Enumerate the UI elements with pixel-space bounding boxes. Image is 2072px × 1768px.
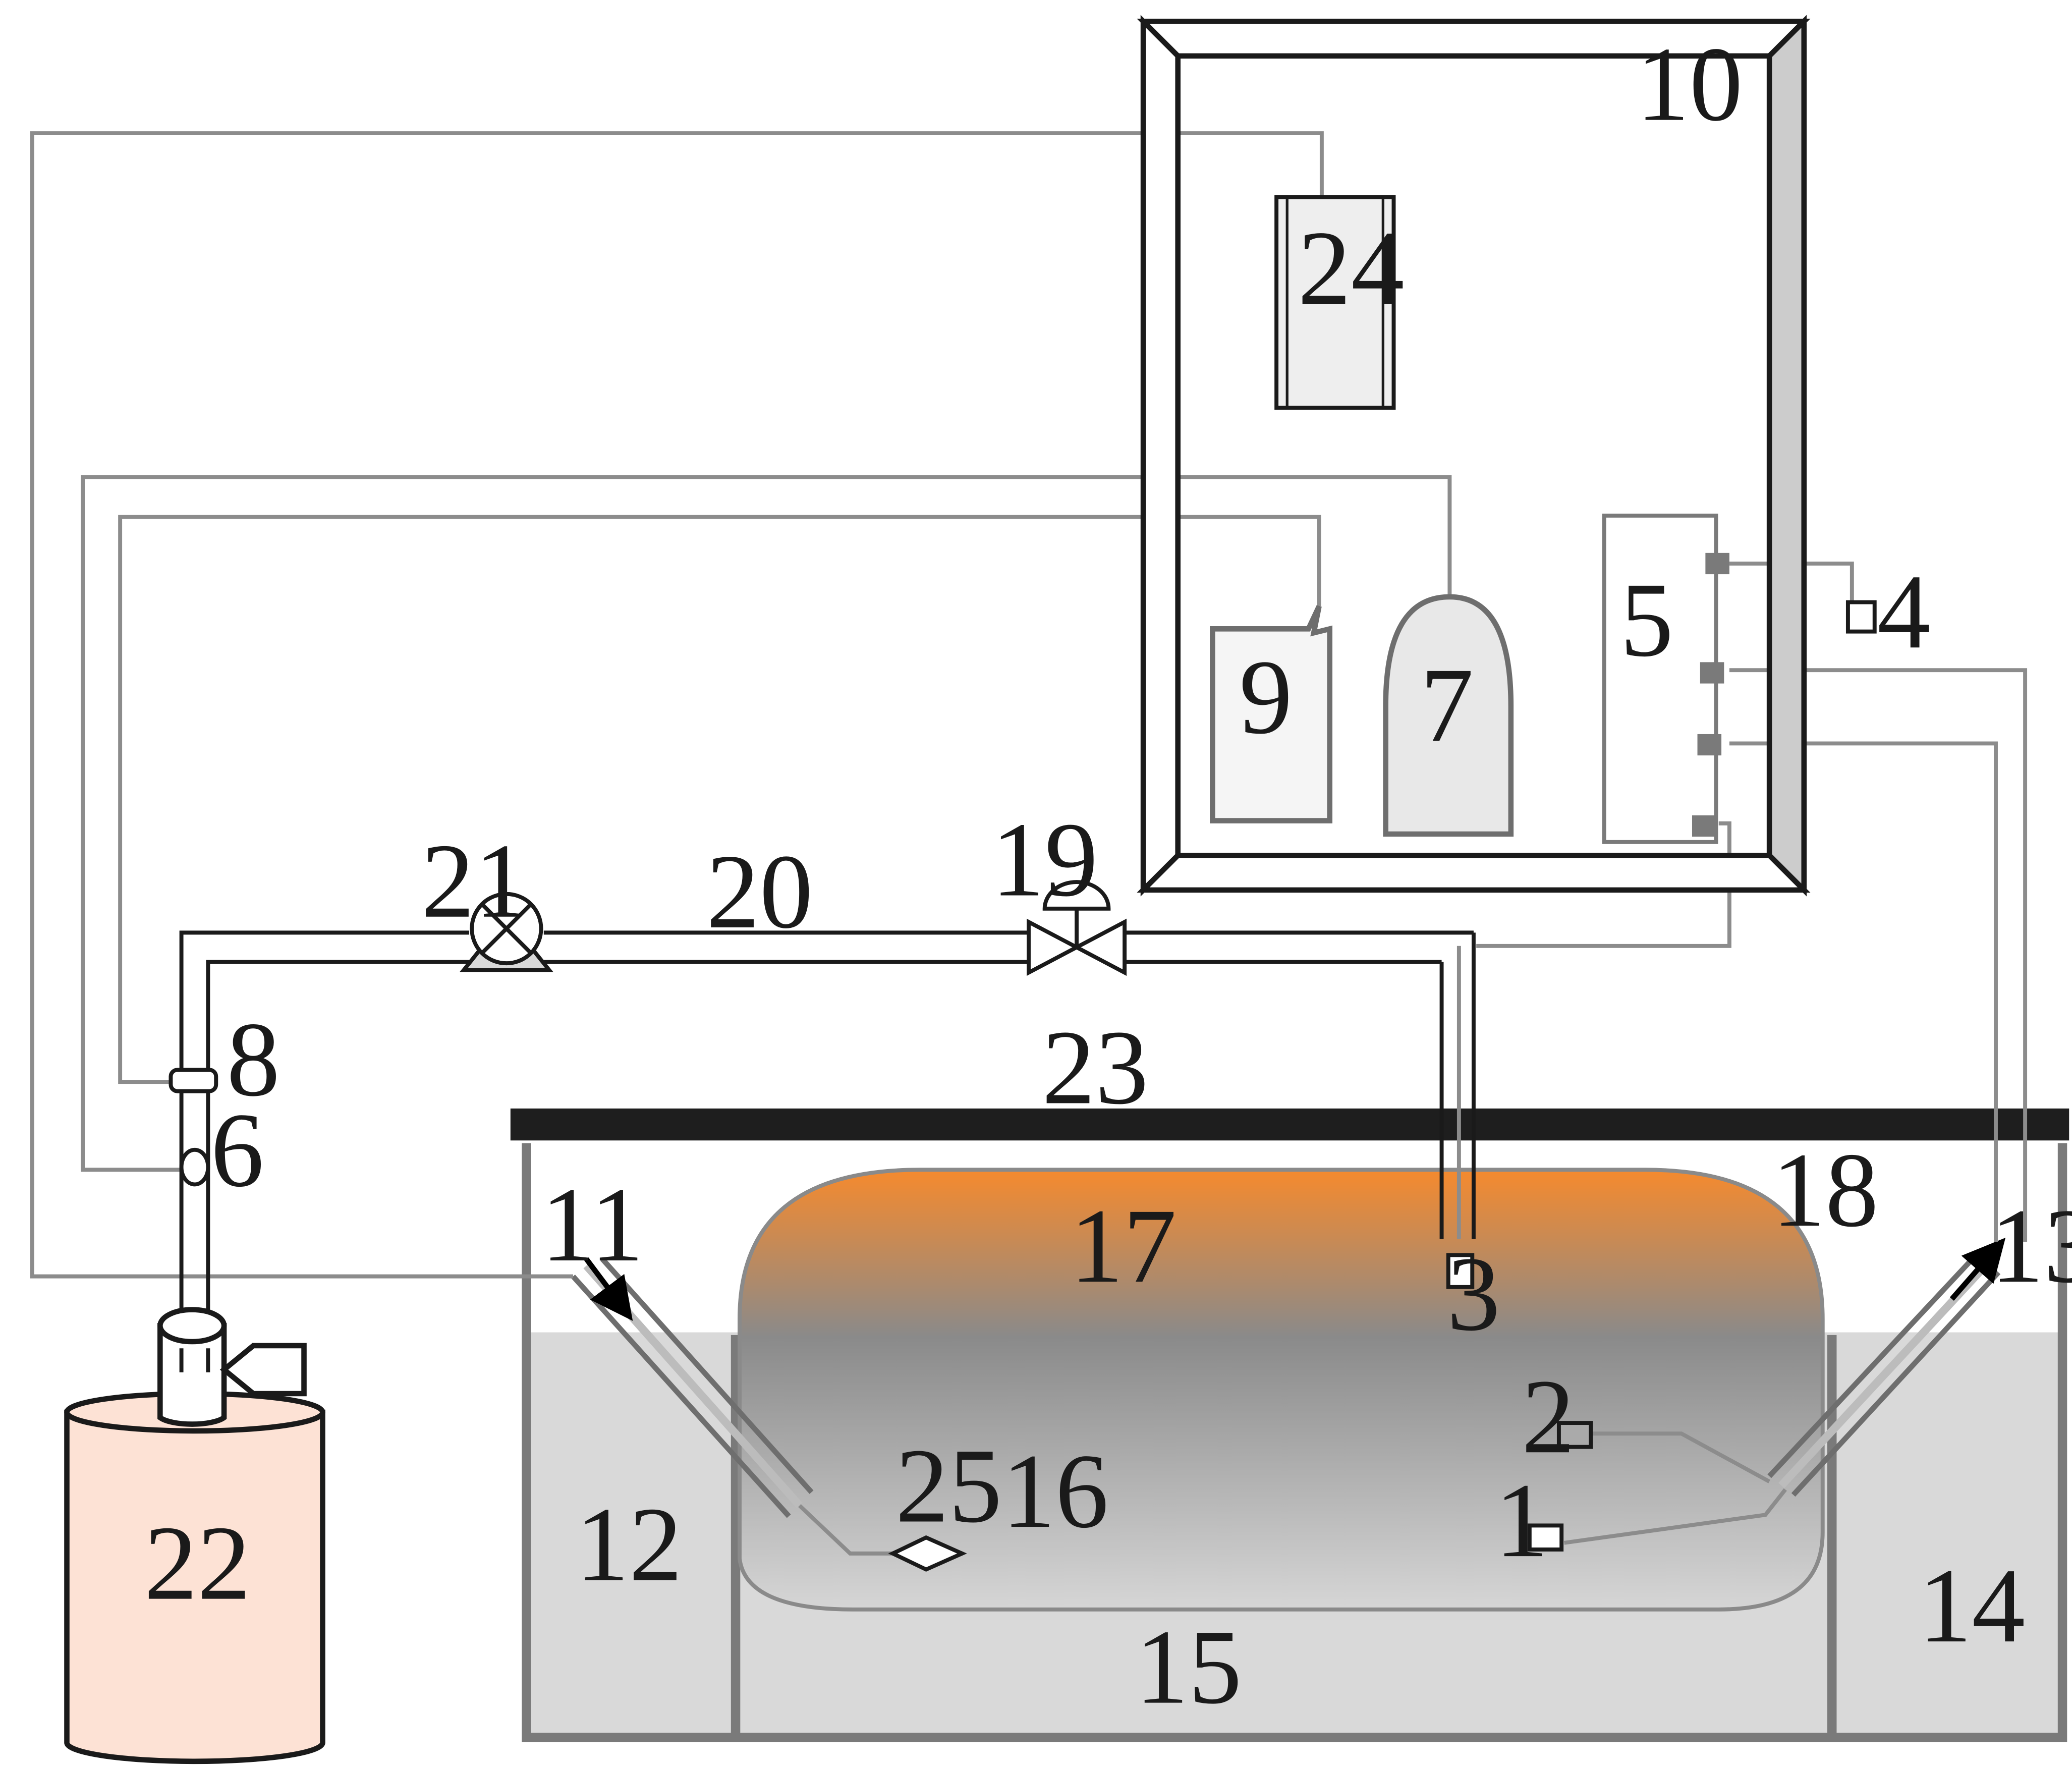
label-1: 1	[1495, 1461, 1548, 1579]
label-22: 22	[144, 1504, 251, 1622]
label-10: 10	[1636, 25, 1743, 143]
label-16: 16	[1002, 1432, 1108, 1550]
label-14: 14	[1919, 1546, 2025, 1665]
label-25: 25	[895, 1426, 1002, 1544]
flow-meter-8	[169, 1068, 218, 1093]
label-4: 4	[1877, 553, 1931, 671]
label-21: 21	[421, 822, 528, 940]
label-8: 8	[227, 1001, 280, 1119]
label-20: 20	[706, 833, 813, 951]
sensor-1	[1527, 1523, 1564, 1552]
label-18: 18	[1772, 1131, 1878, 1249]
label-3: 3	[1447, 1235, 1500, 1353]
label-15: 15	[1135, 1608, 1242, 1726]
labels: 1 2 3 4 5 6 7 8 9 10 11 12 13 14 15 16 1…	[144, 25, 2072, 1726]
sensor-6	[179, 1147, 210, 1187]
label-17: 17	[1070, 1187, 1177, 1305]
controller-5	[1602, 513, 1729, 844]
sensor-4	[1845, 600, 1877, 634]
label-7: 7	[1420, 646, 1474, 764]
label-5: 5	[1620, 561, 1673, 679]
sensor-2	[1556, 1421, 1593, 1449]
label-6: 6	[211, 1091, 264, 1209]
feed-tank-22	[64, 1307, 325, 1764]
device-9	[1210, 605, 1333, 823]
label-12: 12	[576, 1485, 682, 1604]
label-23: 23	[1042, 1008, 1148, 1126]
label-13: 13	[1990, 1187, 2072, 1305]
lid-23	[510, 1108, 2069, 1141]
label-9: 9	[1239, 638, 1293, 756]
pump-21	[460, 892, 553, 972]
stirrer-25	[888, 1535, 967, 1572]
valve-19	[1027, 880, 1127, 976]
label-2: 2	[1522, 1357, 1575, 1475]
tank-outer-wall	[522, 1143, 2067, 1742]
outlet-arrow	[1949, 1238, 2006, 1301]
label-19: 19	[991, 800, 1098, 918]
instrument-24	[1274, 195, 1396, 410]
label-24: 24	[1298, 209, 1404, 327]
inlet-arrow	[584, 1257, 633, 1321]
gas-bottle-7	[1383, 594, 1514, 837]
control-cabinet-10	[1137, 15, 1811, 897]
digester-16	[738, 1168, 1825, 1612]
pipe-20	[179, 930, 1476, 1349]
sensor-3	[1446, 1253, 1475, 1289]
label-11: 11	[541, 1166, 644, 1284]
